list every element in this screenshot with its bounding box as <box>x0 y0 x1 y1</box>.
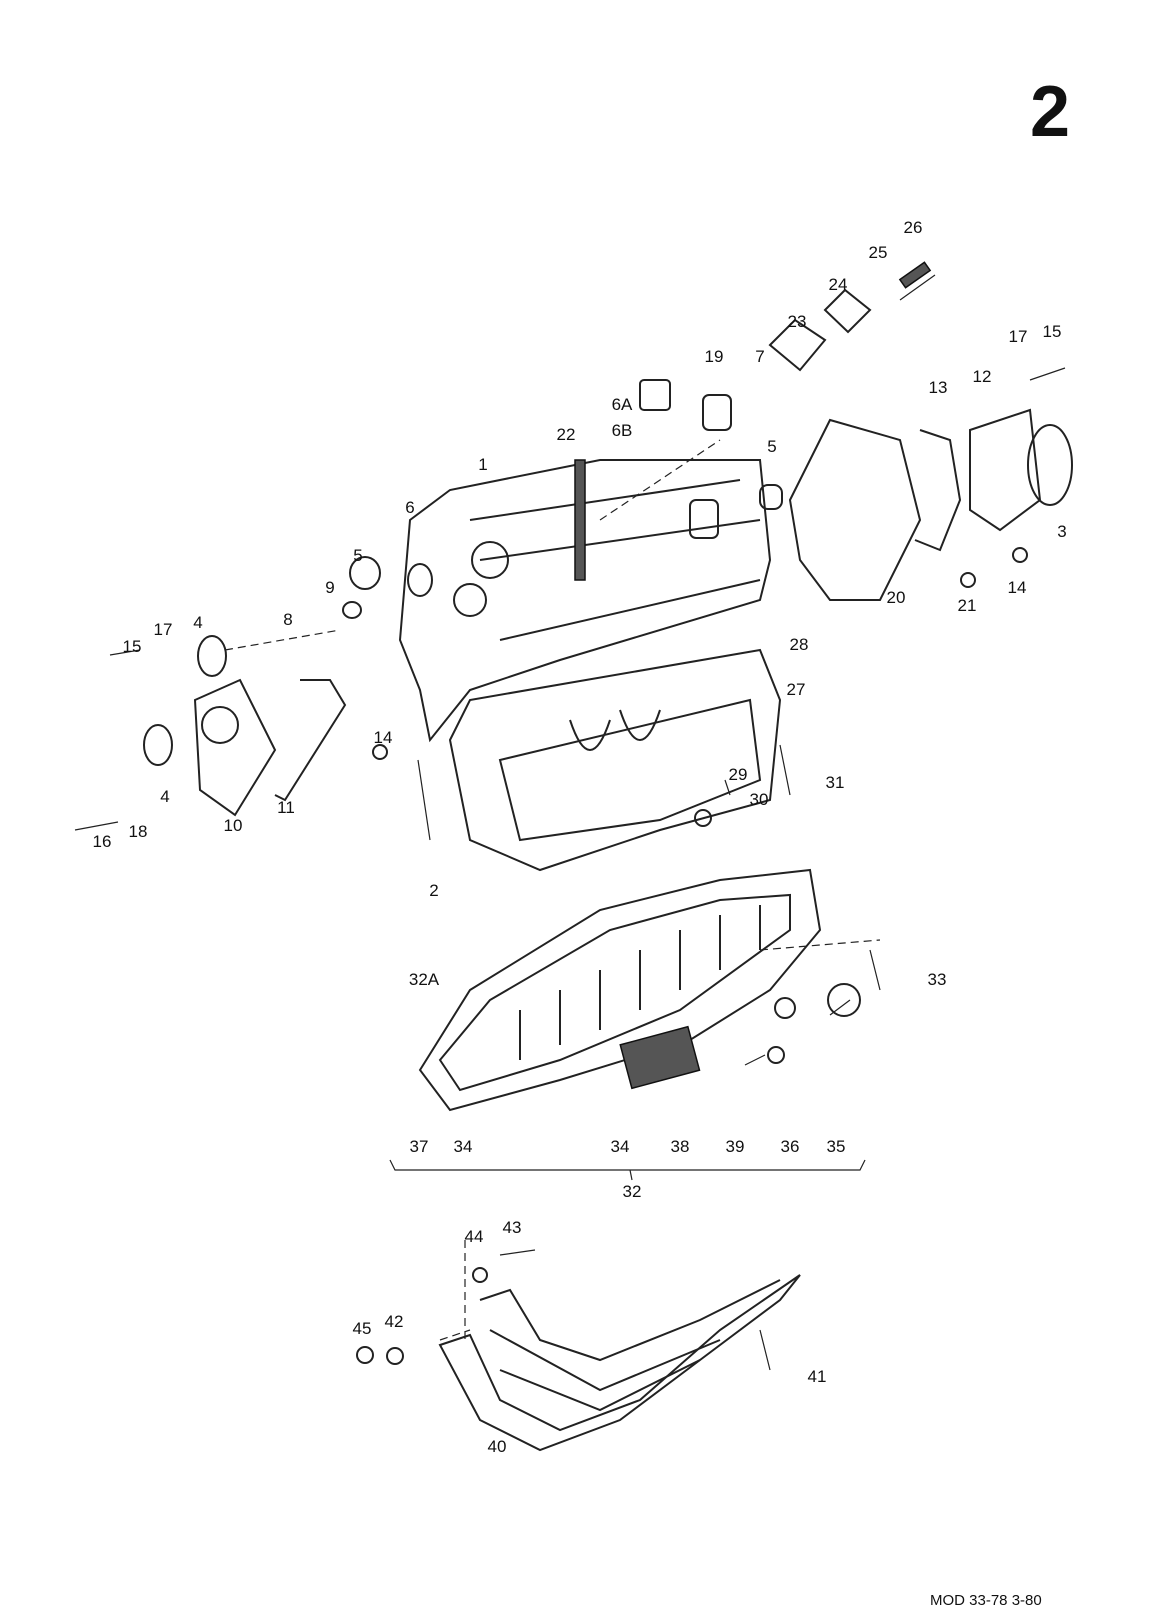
callout-label: 13 <box>928 378 948 397</box>
callout-label: 2 <box>429 881 439 900</box>
callout-label: 34 <box>453 1137 473 1156</box>
callout-label: 4 <box>193 613 203 632</box>
rear-plate <box>788 408 1073 601</box>
callout-label: 18 <box>128 822 148 841</box>
callout-label: 19 <box>704 347 724 366</box>
callout-label: 1 <box>478 455 488 474</box>
callout-label: 22 <box>556 425 576 444</box>
callout-label: 33 <box>927 970 947 989</box>
callout-label: 15 <box>122 637 142 656</box>
callout-label: 23 <box>787 312 807 331</box>
callout-label: 4 <box>160 787 170 806</box>
callout-label: 12 <box>972 367 992 386</box>
callout-label: 11 <box>277 798 295 817</box>
callout-label: 26 <box>903 218 923 237</box>
callout-label: 36 <box>780 1137 800 1156</box>
callout-label: 45 <box>352 1319 372 1338</box>
callout-label: 7 <box>755 347 765 366</box>
callout-label: 42 <box>384 1312 404 1331</box>
callout-label: 14 <box>373 728 393 747</box>
callout-label: 14 <box>1007 578 1027 597</box>
callout-label: 41 <box>807 1367 827 1386</box>
page-number: 2 <box>1029 72 1071 152</box>
callout-label: 15 <box>1042 322 1062 341</box>
callout-label: 34 <box>610 1137 630 1156</box>
callout-label: 27 <box>786 680 806 699</box>
front-cover <box>143 556 433 817</box>
callout-label: 6B <box>611 421 633 440</box>
callout-label: 25 <box>868 243 888 262</box>
callout-label: 38 <box>670 1137 690 1156</box>
callout-label: 5 <box>767 437 777 456</box>
leader-lines <box>224 439 881 1341</box>
callout-label: 21 <box>957 596 977 615</box>
skid-plate <box>438 1274 801 1452</box>
callout-label: 44 <box>464 1227 484 1246</box>
footer-reference: MOD 33-78 3-80 <box>930 1592 1042 1609</box>
callout-label: 6 <box>405 498 415 517</box>
oil-pan <box>418 868 822 1112</box>
callout-label: 39 <box>725 1137 745 1156</box>
callout-label: 24 <box>828 275 848 294</box>
callout-label: 37 <box>409 1137 429 1156</box>
callout-label: 40 <box>487 1437 507 1456</box>
engine-block <box>398 459 772 743</box>
callout-label: 6A <box>611 395 633 414</box>
callout-label: 8 <box>283 610 293 629</box>
fasteners <box>74 261 1066 1371</box>
callout-label: 29 <box>728 765 748 784</box>
callout-label: 20 <box>886 588 906 607</box>
callout-label: 32A <box>408 970 440 989</box>
callout-label: 17 <box>153 620 173 639</box>
callout-label: 17 <box>1008 327 1028 346</box>
callout-label: 43 <box>502 1218 522 1237</box>
callout-label: 28 <box>789 635 809 654</box>
callout-label: 30 <box>749 790 769 809</box>
callout-label: 16 <box>92 832 112 851</box>
callout-label: 9 <box>325 578 335 597</box>
oil-sump-gasket <box>448 648 782 872</box>
callout-label: 31 <box>825 773 845 792</box>
callout-label: 5 <box>353 546 363 565</box>
callout-label: 3 <box>1057 522 1067 541</box>
callout-label: 32 <box>622 1182 642 1201</box>
callout-label: 35 <box>826 1137 846 1156</box>
callout-label: 10 <box>223 816 243 835</box>
